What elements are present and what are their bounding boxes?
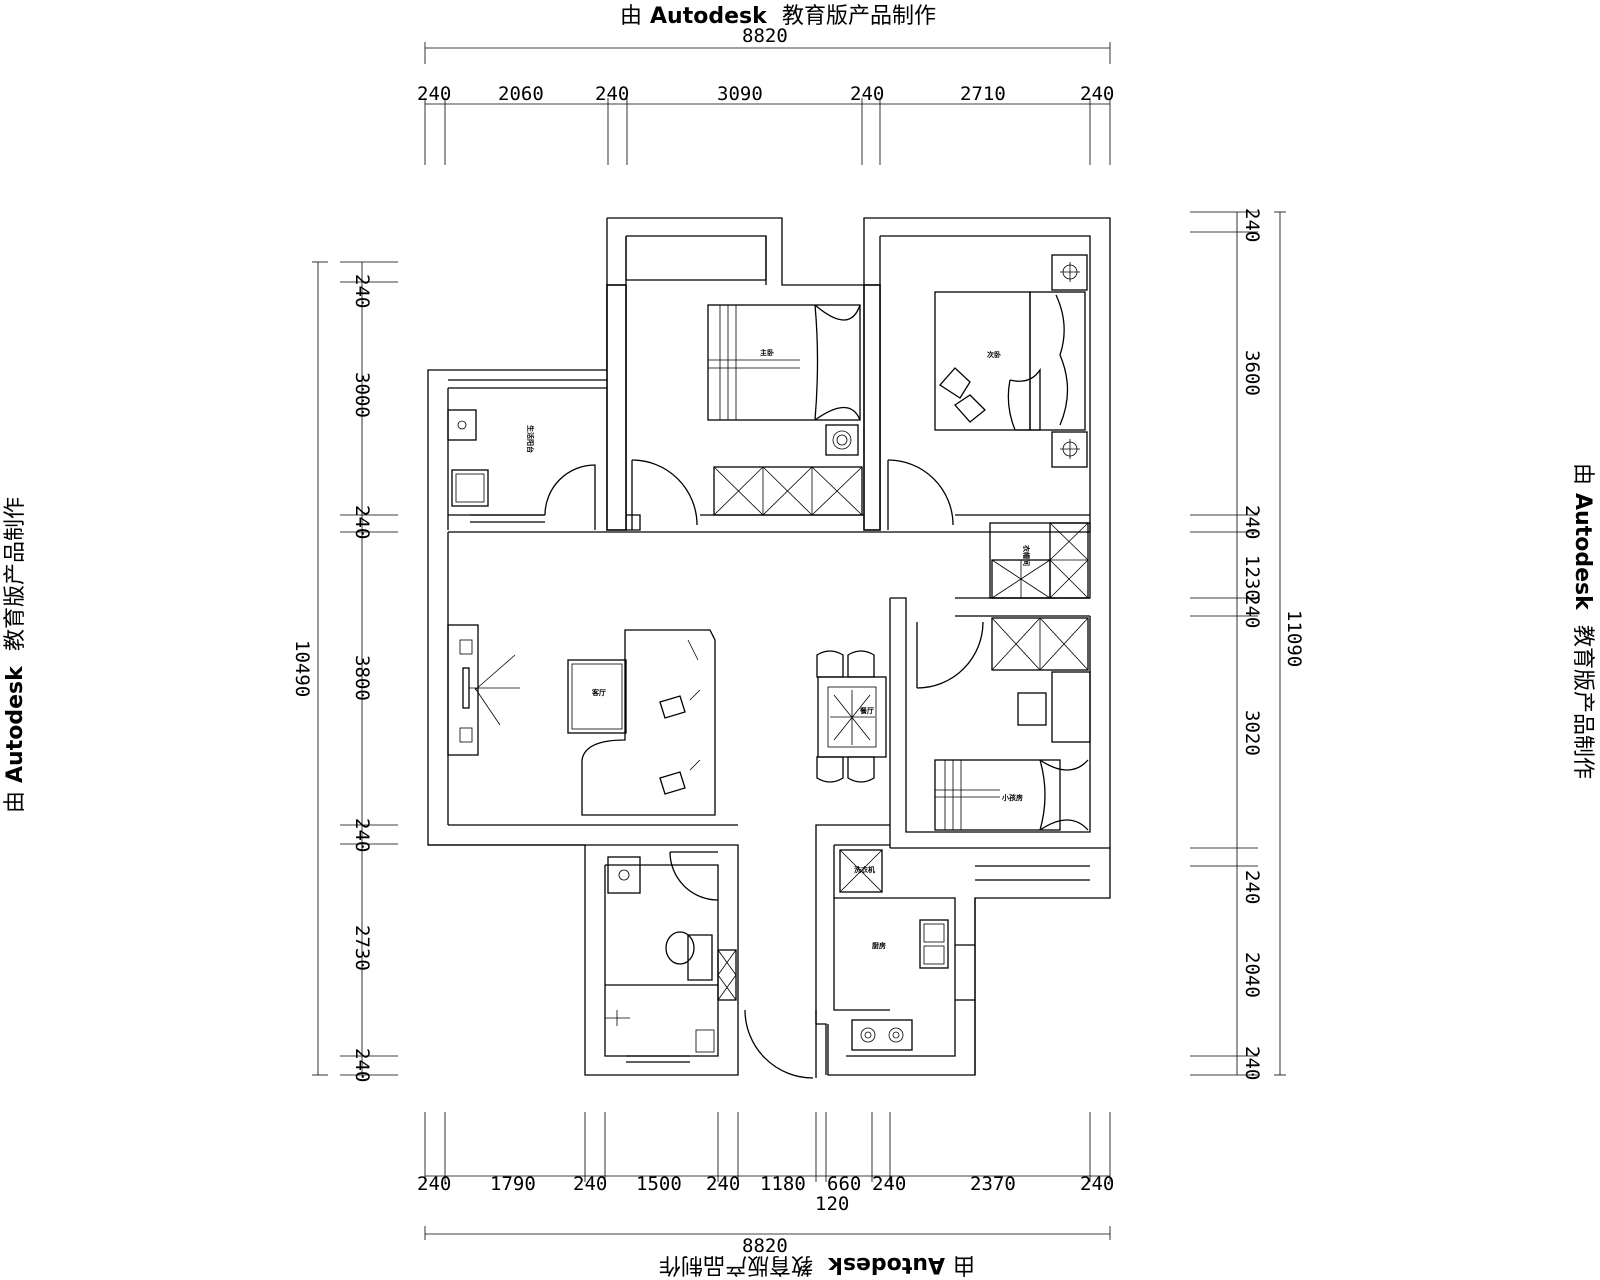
kitchen-fixtures (839, 849, 949, 1051)
right-dim-6: 3020 (1241, 710, 1263, 756)
left-dim-3: 240 (351, 505, 373, 539)
left-dim-1: 240 (351, 274, 373, 308)
left-dim-7: 240 (351, 1048, 373, 1082)
master-wardrobe (713, 466, 863, 516)
bottom-dim-7: 120 (815, 1193, 849, 1215)
bottom-dim-2: 1790 (490, 1173, 536, 1195)
watermark-top-prefix: 由 (620, 4, 642, 29)
watermark-left-prefix: 由 (3, 791, 28, 813)
watermark-right-prefix: 由 (1570, 463, 1595, 485)
watermark-right: 由 Autodesk 教育版产品制作 (1570, 463, 1595, 779)
watermark-top: 由 Autodesk 教育版产品制作 (620, 4, 936, 29)
dining-table (816, 650, 887, 783)
kitchen-label: 厨房 (872, 941, 886, 950)
second-bedroom-bed (934, 254, 1088, 468)
top-total-dimension: 8820 (742, 25, 788, 47)
watermark-bottom: 由 Autodesk 教育版产品制作 (659, 1252, 975, 1277)
left-total-dimension: 10490 (291, 640, 313, 697)
master-bedroom-bed (707, 304, 861, 456)
bottom-dim-5: 240 (706, 1173, 740, 1195)
watermark-bottom-suffix: 教育版产品制作 (659, 1252, 813, 1277)
living-room-furniture (447, 624, 716, 816)
right-dim-9: 240 (1241, 1046, 1263, 1080)
master-bedroom-label: 主卧 (760, 348, 774, 357)
doors (544, 459, 984, 1079)
walls (427, 217, 1111, 1076)
watermark-left-suffix: 教育版产品制作 (3, 497, 28, 651)
cloakroom-shelves (991, 522, 1089, 599)
top-dim-7: 240 (1080, 83, 1114, 105)
watermark-top-brand: Autodesk (650, 4, 768, 29)
laundry-balcony-label: 生活阳台 (526, 425, 535, 453)
bottom-dim-1: 240 (417, 1173, 451, 1195)
right-dim-5: 240 (1241, 594, 1263, 628)
top-dim-5: 240 (850, 83, 884, 105)
left-dim-6: 2730 (351, 925, 373, 971)
watermark-left-brand: Autodesk (3, 665, 28, 783)
right-dim-8: 2040 (1241, 952, 1263, 998)
right-dim-1: 240 (1241, 208, 1263, 242)
bottom-dim-4: 1500 (636, 1173, 682, 1195)
top-dim-4: 3090 (717, 83, 763, 105)
watermark-top-suffix: 教育版产品制作 (782, 4, 936, 29)
watermark-right-suffix: 教育版产品制作 (1570, 625, 1595, 779)
cloakroom-label: 衣帽间 (1022, 545, 1031, 566)
right-dimension-labels: 240 3600 240 1230 240 3020 240 2040 240 … (1241, 208, 1305, 1080)
kids-room-label: 小孩房 (1001, 793, 1023, 802)
top-dim-2: 2060 (498, 83, 544, 105)
bottom-dim-11: 240 (1080, 1173, 1114, 1195)
right-total-dimension: 11090 (1283, 610, 1305, 667)
watermark-right-brand: Autodesk (1570, 493, 1595, 611)
living-room-label: 客厅 (591, 688, 606, 697)
right-dim-4: 1230 (1241, 555, 1263, 601)
bottom-total-dimension: 8820 (742, 1235, 788, 1257)
bottom-dim-10: 2370 (970, 1173, 1016, 1195)
left-dimension-labels: 240 3000 240 3800 240 2730 240 10490 (291, 274, 373, 1082)
right-dim-7: 240 (1241, 870, 1263, 904)
dining-room-label: 餐厅 (859, 706, 874, 715)
watermark-left: 由 Autodesk 教育版产品制作 (3, 497, 28, 813)
top-dim-3: 240 (595, 83, 629, 105)
bathroom-fixtures (605, 856, 737, 1053)
left-dim-2: 3000 (351, 372, 373, 418)
second-bedroom-label: 次卧 (987, 350, 1001, 359)
bottom-dim-8: 660 (827, 1173, 861, 1195)
watermark-bottom-prefix: 由 (953, 1252, 975, 1277)
top-dimension-lines (424, 42, 1111, 165)
top-dim-6: 2710 (960, 83, 1006, 105)
right-dim-2: 3600 (1241, 350, 1263, 396)
bottom-dim-9: 240 (872, 1173, 906, 1195)
bottom-dim-6: 1180 (760, 1173, 806, 1195)
laundry-fixtures (447, 409, 489, 507)
washer-label: 洗衣机 (854, 865, 875, 874)
left-dimension-lines (312, 261, 398, 1076)
kids-room-furniture (934, 617, 1091, 831)
top-dim-1: 240 (417, 83, 451, 105)
bottom-dim-3: 240 (573, 1173, 607, 1195)
right-dim-3: 240 (1241, 505, 1263, 539)
left-dim-4: 3800 (351, 655, 373, 701)
bottom-dimension-lines (424, 1112, 1111, 1240)
left-dim-5: 240 (351, 818, 373, 852)
watermark-bottom-brand: Autodesk (827, 1252, 945, 1277)
right-dimension-lines (1190, 211, 1286, 1076)
